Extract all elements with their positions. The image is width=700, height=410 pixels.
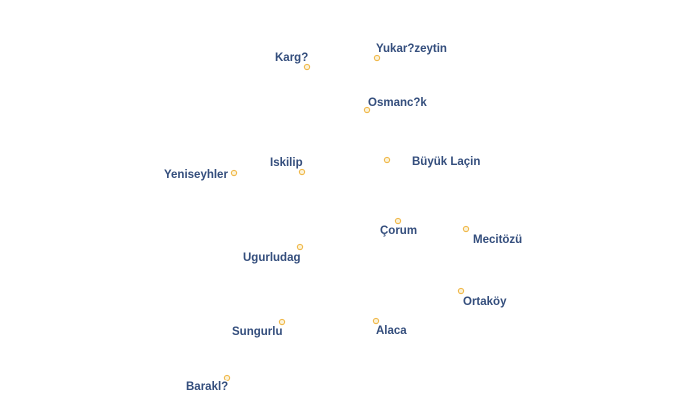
place-10[interactable]: Sungurlu bbox=[231, 318, 286, 340]
place-5[interactable]: Yeniseyhler bbox=[163, 168, 238, 183]
place-marker-icon[interactable] bbox=[296, 243, 304, 251]
place-label[interactable]: Mecitözü bbox=[472, 233, 524, 248]
place-label[interactable]: Yeniseyhler bbox=[163, 168, 230, 183]
place-label[interactable]: Ugurludag bbox=[242, 251, 303, 266]
place-3[interactable]: Iskilip bbox=[269, 156, 306, 176]
place-label[interactable]: Çorum bbox=[379, 224, 419, 239]
place-label[interactable]: Osmanc?k bbox=[367, 96, 429, 111]
place-marker-icon[interactable] bbox=[372, 317, 380, 325]
place-0[interactable]: Karg? bbox=[274, 51, 311, 71]
place-4[interactable]: Büyük Laçin bbox=[383, 155, 482, 170]
place-marker-icon[interactable] bbox=[278, 318, 286, 326]
place-label[interactable]: Büyük Laçin bbox=[411, 155, 482, 170]
place-label[interactable]: Karg? bbox=[274, 51, 310, 66]
place-label[interactable]: Sungurlu bbox=[231, 325, 284, 340]
place-marker-icon[interactable] bbox=[462, 225, 470, 233]
place-6[interactable]: Çorum bbox=[379, 217, 419, 239]
place-2[interactable]: Osmanc?k bbox=[363, 96, 429, 114]
place-1[interactable]: Yukar?zeytin bbox=[373, 42, 449, 62]
place-marker-icon[interactable] bbox=[363, 106, 371, 114]
place-label[interactable]: Alaca bbox=[375, 324, 409, 339]
place-marker-icon[interactable] bbox=[394, 217, 402, 225]
place-label[interactable]: Barakl? bbox=[185, 380, 230, 395]
place-8[interactable]: Ugurludag bbox=[242, 243, 304, 266]
place-label[interactable]: Yukar?zeytin bbox=[375, 42, 449, 57]
place-12[interactable]: Barakl? bbox=[185, 374, 231, 395]
place-marker-icon[interactable] bbox=[457, 287, 465, 295]
place-marker-icon[interactable] bbox=[230, 169, 238, 177]
place-7[interactable]: Mecitözü bbox=[462, 225, 524, 248]
place-9[interactable]: Ortaköy bbox=[457, 287, 509, 310]
place-marker-icon[interactable] bbox=[373, 54, 381, 62]
place-marker-icon[interactable] bbox=[223, 374, 231, 382]
place-11[interactable]: Alaca bbox=[372, 317, 409, 339]
place-marker-icon[interactable] bbox=[303, 63, 311, 71]
place-marker-icon[interactable] bbox=[298, 168, 306, 176]
place-label[interactable]: Ortaköy bbox=[462, 295, 509, 310]
place-marker-icon[interactable] bbox=[383, 156, 391, 164]
place-label[interactable]: Iskilip bbox=[269, 156, 305, 171]
